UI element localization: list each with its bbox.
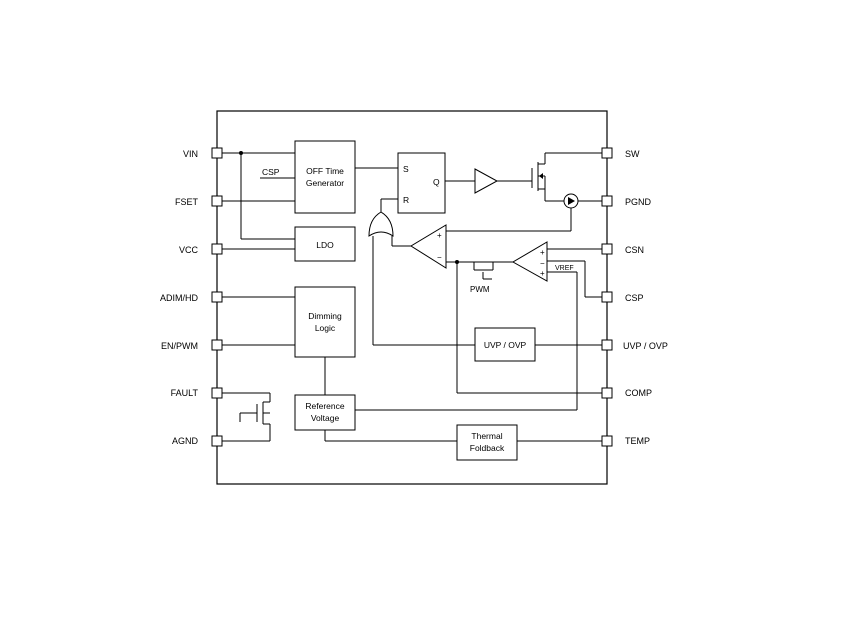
pin-label-adim-hd: ADIM/HD xyxy=(160,293,199,303)
pin-label-pgnd: PGND xyxy=(625,197,652,207)
thermal-label-1: Thermal xyxy=(471,431,502,441)
vin-junction-dot xyxy=(239,151,243,155)
pin-temp xyxy=(601,435,613,447)
pin-uvp-ovp xyxy=(601,339,613,351)
uvp-ovp-block: UVP / OVP xyxy=(474,327,536,362)
current-sense-icon xyxy=(563,193,579,209)
pin-label-en-pwm: EN/PWM xyxy=(161,341,198,351)
or-gate-icon xyxy=(368,211,394,237)
pin-label-csn: CSN xyxy=(625,245,644,255)
pins-right xyxy=(601,147,613,447)
power-mosfet-icon xyxy=(531,162,546,191)
pin-label-vin: VIN xyxy=(183,149,198,159)
error-amplifier-icon: + − + xyxy=(511,241,548,282)
pin-label-agnd: AGND xyxy=(172,436,199,446)
ldo-label: LDO xyxy=(316,240,334,250)
sr-latch-block: S R Q xyxy=(397,152,446,214)
pin-label-uvp-ovp: UVP / OVP xyxy=(623,341,668,351)
off-time-label-1: OFF Time xyxy=(306,166,344,176)
dimming-label-2: Logic xyxy=(315,323,336,333)
pin-vcc xyxy=(211,243,223,255)
dimming-logic-block: Dimming Logic xyxy=(294,286,356,358)
comparator-plus: + xyxy=(437,231,442,240)
pin-pgnd xyxy=(601,195,613,207)
current-comparator-icon: + − xyxy=(410,224,447,269)
pin-label-temp: TEMP xyxy=(625,436,650,446)
erramp-plus-1: + xyxy=(540,248,545,257)
pin-csn xyxy=(601,243,613,255)
pin-comp xyxy=(601,387,613,399)
pin-label-fset: FSET xyxy=(175,197,199,207)
fault-transistor-icon xyxy=(239,401,270,425)
thermal-label-2: Foldback xyxy=(470,443,505,453)
pin-label-sw: SW xyxy=(625,149,640,159)
pin-labels-left: VIN FSET VCC ADIM/HD EN/PWM FAULT AGND xyxy=(160,149,199,446)
pin-sw xyxy=(601,147,613,159)
reference-voltage-block: Reference Voltage xyxy=(294,394,356,431)
pin-label-vcc: VCC xyxy=(179,245,199,255)
pin-fset xyxy=(211,195,223,207)
vref-label: VREF xyxy=(555,265,574,272)
pins-left xyxy=(211,147,223,447)
gate-driver-buffer-icon xyxy=(474,168,499,194)
pin-fault xyxy=(211,387,223,399)
comparator-minus: − xyxy=(437,253,442,262)
pin-labels-right: SW PGND CSN CSP UVP / OVP COMP TEMP xyxy=(623,149,668,446)
off-time-csp-label: CSP xyxy=(262,167,280,177)
off-time-label-2: Generator xyxy=(306,178,344,188)
erramp-minus: − xyxy=(540,259,545,268)
reference-label-2: Voltage xyxy=(311,413,340,423)
latch-r-label: R xyxy=(403,195,409,205)
erramp-plus-2: + xyxy=(540,269,545,278)
pin-csp xyxy=(601,291,613,303)
pin-label-comp: COMP xyxy=(625,388,652,398)
thermal-foldback-block: Thermal Foldback xyxy=(456,424,518,461)
pin-en-pwm xyxy=(211,339,223,351)
reference-label-1: Reference xyxy=(305,401,344,411)
pin-agnd xyxy=(211,435,223,447)
pin-label-csp: CSP xyxy=(625,293,644,303)
comp-junction-dot xyxy=(455,260,459,264)
uvp-ovp-block-label: UVP / OVP xyxy=(484,340,527,350)
pwm-switch-label: PWM xyxy=(470,285,490,294)
latch-s-label: S xyxy=(403,164,409,174)
ldo-block: LDO xyxy=(294,226,356,262)
dimming-label-1: Dimming xyxy=(308,311,342,321)
pin-label-fault: FAULT xyxy=(171,388,199,398)
off-time-generator-block: OFF Time Generator xyxy=(294,140,356,214)
pin-vin xyxy=(211,147,223,159)
wiring xyxy=(222,152,602,442)
pin-adim-hd xyxy=(211,291,223,303)
latch-q-label: Q xyxy=(433,177,440,187)
